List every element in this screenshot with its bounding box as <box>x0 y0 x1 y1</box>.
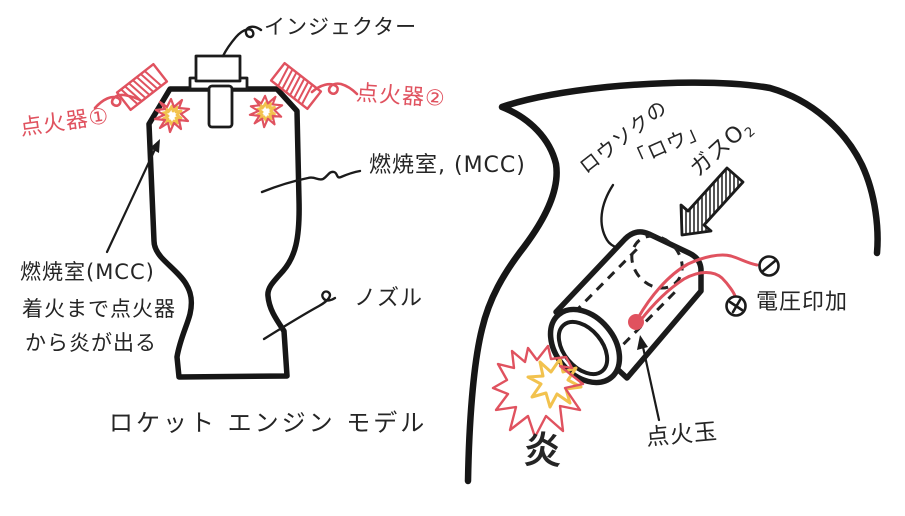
chamber-label: 燃焼室, (MCC) <box>369 153 526 178</box>
note-arrow <box>105 139 160 254</box>
igniter2-label: 点火器② <box>355 80 447 113</box>
engine-outline <box>146 86 302 380</box>
cylinder-far-end-dashed <box>630 234 684 290</box>
magnifier-blob-outline <box>464 79 881 485</box>
nozzle-leader-line <box>262 290 337 341</box>
chamber-note-line2: 着火まで点火器 <box>22 297 176 321</box>
igniter-left-hatch <box>115 62 169 112</box>
nozzle-label: ノズル <box>354 286 424 311</box>
injector-leader-arrow <box>221 25 263 58</box>
candle-cylinder <box>547 229 704 386</box>
wax-leader-line <box>600 183 620 250</box>
chamber-note-line3: から炎が出る <box>25 331 157 355</box>
spark-left-icon <box>153 97 191 134</box>
voltage-label: 電圧印加 <box>756 290 849 315</box>
igniter2-leader-squiggle <box>310 82 359 96</box>
minus-terminal-icon <box>758 255 780 277</box>
injector-tube <box>207 84 234 129</box>
flame-label: 炎 <box>523 428 563 473</box>
wire-plus <box>638 271 737 323</box>
engine-caption: ロケット エンジン モデル <box>109 409 428 437</box>
flame-icon <box>491 344 585 439</box>
chamber-note-line1: 燃焼室(MCC) <box>20 260 155 284</box>
injector-drawing <box>188 54 249 129</box>
ignition-ball-dot <box>628 314 644 330</box>
wire-minus <box>636 253 759 320</box>
spark-right-icon <box>248 94 284 129</box>
igniter1-leader-squiggle <box>93 93 142 110</box>
injector-label: インジェクター <box>264 15 418 39</box>
injector-top-block <box>194 54 242 83</box>
ignition-ball-label: 点火玉 <box>644 418 719 452</box>
igniter-right-hatch <box>269 61 323 111</box>
ignition-ball-pointer-arrow <box>637 335 661 422</box>
plus-terminal-icon <box>725 295 747 317</box>
chamber-leader-line <box>260 169 362 194</box>
